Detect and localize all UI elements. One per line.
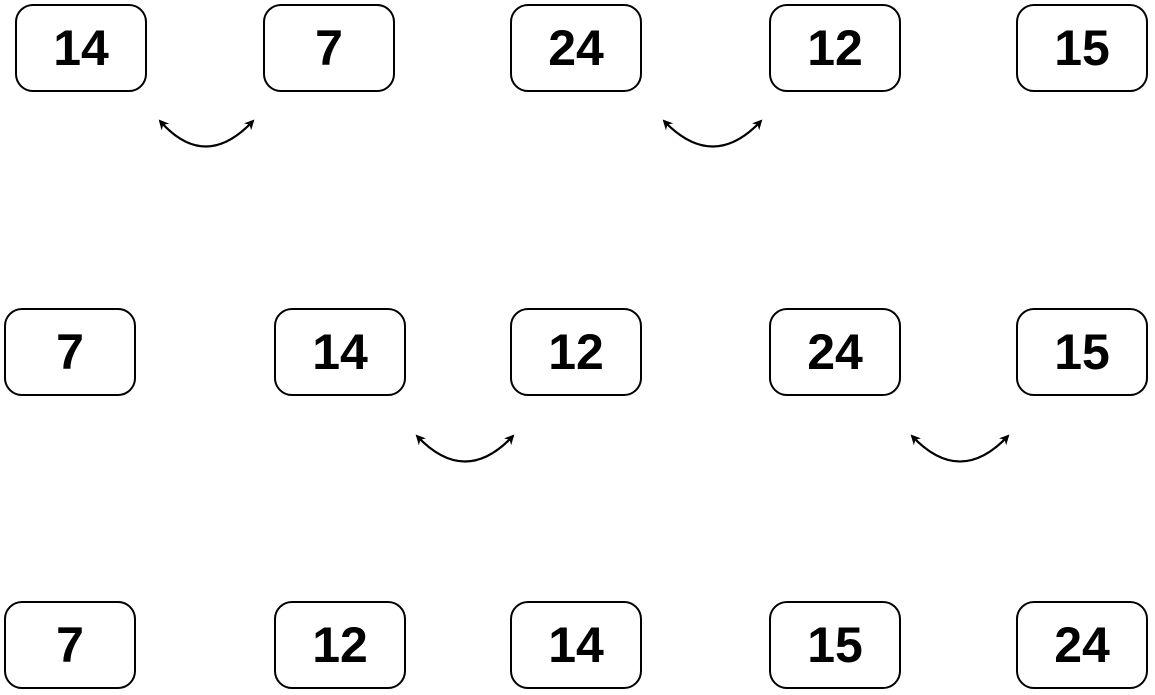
value-box: 7 (4, 308, 136, 396)
swap-arrow-icon (662, 119, 763, 148)
value-box: 7 (263, 4, 395, 92)
row-pass-2: 7 12 14 15 24 (0, 601, 1155, 693)
value-box: 14 (274, 308, 406, 396)
value-box: 24 (769, 308, 901, 396)
value-box: 24 (1016, 601, 1148, 689)
value-label: 14 (53, 20, 109, 76)
value-box: 12 (510, 308, 642, 396)
swap-arrow-icon (910, 434, 1010, 463)
swap-arrow-icon (415, 434, 515, 463)
value-box: 12 (769, 4, 901, 92)
value-label: 15 (1054, 20, 1110, 76)
value-box: 15 (1016, 4, 1148, 92)
value-label: 7 (56, 617, 84, 673)
value-box: 7 (4, 601, 136, 689)
value-box: 12 (274, 601, 406, 689)
value-label: 24 (1054, 617, 1110, 673)
value-label: 14 (312, 324, 368, 380)
value-label: 24 (548, 20, 604, 76)
value-box: 14 (510, 601, 642, 689)
value-label: 7 (56, 324, 84, 380)
row-pass-0: 14 7 24 12 15 (0, 4, 1155, 96)
value-box: 15 (1016, 308, 1148, 396)
value-label: 12 (548, 324, 604, 380)
value-label: 24 (807, 324, 863, 380)
value-label: 15 (1054, 324, 1110, 380)
value-label: 14 (548, 617, 604, 673)
swap-arrow-icon (158, 119, 255, 148)
value-label: 7 (315, 20, 343, 76)
value-box: 15 (769, 601, 901, 689)
value-label: 15 (807, 617, 863, 673)
value-box: 24 (510, 4, 642, 92)
value-label: 12 (312, 617, 368, 673)
row-pass-1: 7 14 12 24 15 (0, 308, 1155, 400)
value-label: 12 (807, 20, 863, 76)
value-box: 14 (15, 4, 147, 92)
